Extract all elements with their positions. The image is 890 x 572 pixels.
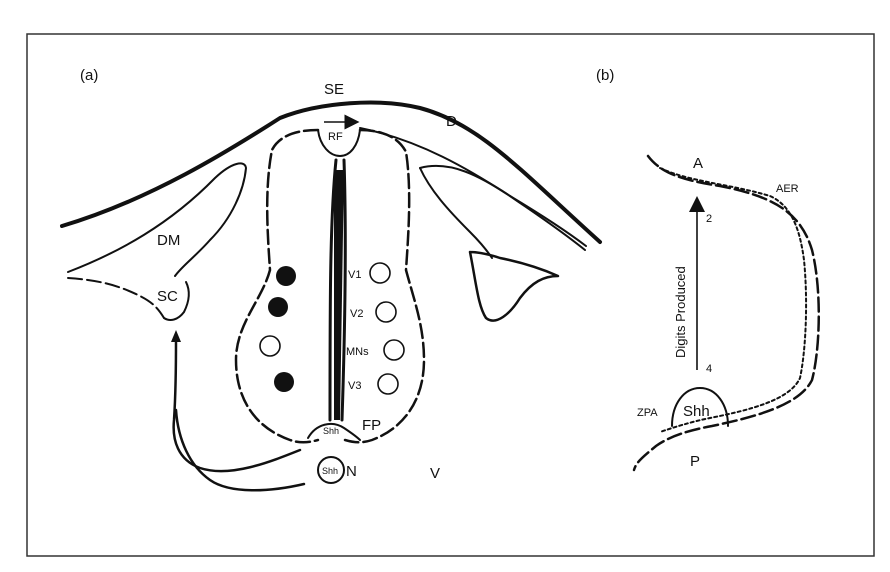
- digit-2-label: 2: [706, 213, 712, 225]
- fp-shh-label: Shh: [323, 426, 339, 436]
- v1-cell: [370, 263, 390, 283]
- neural-tube-left-wall: [236, 130, 318, 442]
- sc-label: SC: [157, 288, 178, 305]
- v2-cell: [376, 302, 396, 322]
- panel-b: (b) Shh ZPA 2 4 Digits Produced A AER P: [596, 67, 819, 470]
- posterior-label: P: [690, 453, 700, 470]
- v1-label: V1: [348, 269, 361, 281]
- digits-produced-label: Digits Produced: [673, 266, 688, 358]
- zpa-shh-label: Shh: [683, 403, 710, 420]
- sclerotome-right: [470, 252, 558, 321]
- zpa-label: ZPA: [637, 407, 658, 419]
- dm-label: DM: [157, 232, 180, 249]
- panel-a-label: (a): [80, 67, 98, 84]
- filled-cell-1: [276, 266, 296, 286]
- dermomyotome-left: [68, 163, 246, 276]
- anterior-label: A: [693, 155, 703, 172]
- se-label: SE: [324, 81, 344, 98]
- filled-cell-2: [268, 297, 288, 317]
- fp-label: FP: [362, 417, 381, 434]
- mns-cell: [384, 340, 404, 360]
- panel-b-label: (b): [596, 67, 614, 84]
- v3-label: V3: [348, 380, 361, 392]
- limb-ectoderm-outer: [634, 156, 819, 470]
- v3-cell: [378, 374, 398, 394]
- dermomyotome-right-inner: [420, 168, 492, 258]
- v2-label: V2: [350, 308, 363, 320]
- notochord-label: N: [346, 463, 357, 480]
- rf-label: RF: [328, 131, 343, 143]
- migration-arrowhead: [171, 330, 181, 342]
- digit-4-label: 4: [706, 363, 712, 375]
- mns-label: MNs: [346, 346, 369, 358]
- neural-tube-right-wall: [345, 130, 424, 442]
- migration-path-lower: [176, 410, 304, 490]
- panel-a: (a) RF Shh FP Shh N: [62, 67, 600, 490]
- surface-ectoderm-inner: [360, 128, 586, 246]
- open-cell-left: [260, 336, 280, 356]
- d-label: D: [446, 113, 457, 130]
- v-label: V: [430, 465, 440, 482]
- dermomyotome-left-lower: [68, 278, 164, 318]
- notochord-shh-label: Shh: [322, 466, 338, 476]
- aer-label: AER: [776, 183, 799, 195]
- filled-cell-3: [274, 372, 294, 392]
